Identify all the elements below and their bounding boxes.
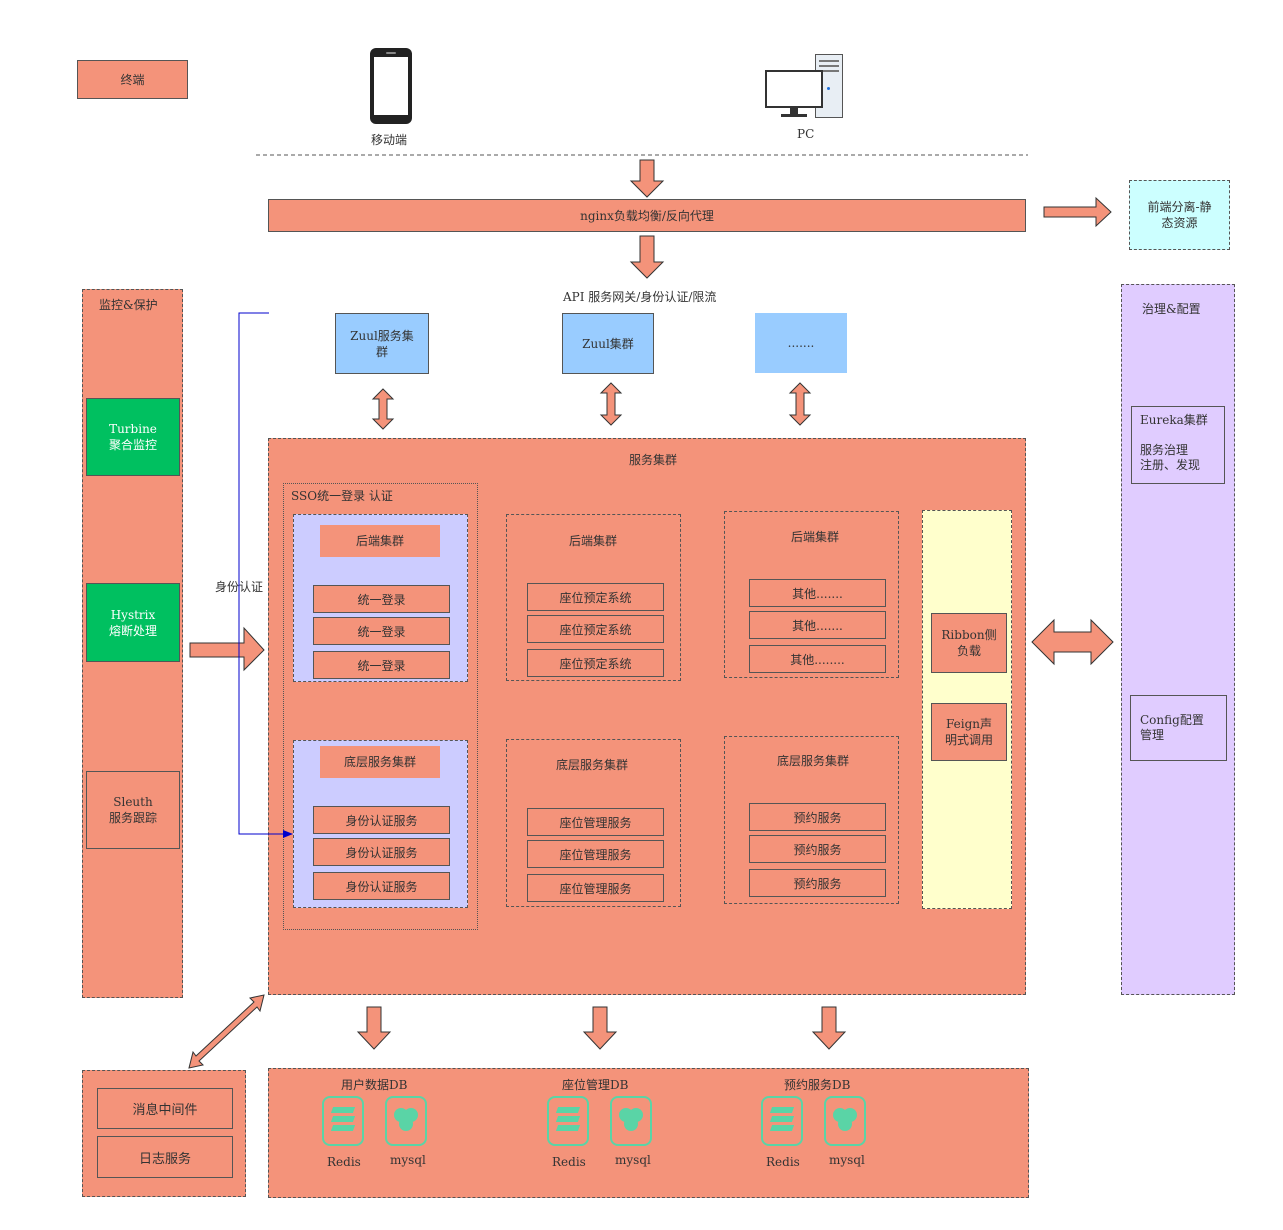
- service-cluster-title: 服务集群: [629, 453, 678, 467]
- arrow-right-icon: [1043, 196, 1112, 228]
- gateway-title: API 服务网关/身份认证/限流: [563, 290, 717, 304]
- redis-icon: [322, 1096, 364, 1146]
- col3-bottom-cluster: [724, 736, 899, 904]
- monitor-title: 监控&保护: [99, 298, 158, 312]
- col1-top-title: 后端集群: [320, 525, 440, 557]
- mobile-label: 移动端: [371, 133, 408, 147]
- eureka-box: Eureka集群 服务治理 注册、发现: [1131, 406, 1225, 484]
- turbine-box: Turbine 聚合监控: [86, 398, 180, 476]
- sso-title: SSO统一登录 认证: [291, 489, 393, 503]
- col1-top-item: 统一登录: [313, 585, 450, 613]
- mysql-label: mysql: [390, 1153, 426, 1167]
- hystrix-box: Hystrix 熔断处理: [86, 583, 180, 662]
- nginx-label: nginx负载均衡/反向代理: [580, 208, 714, 223]
- arrow-down-icon: [629, 159, 665, 198]
- col3-top-cluster: [724, 511, 899, 678]
- col2-top-title: 后端集群: [569, 534, 618, 548]
- col2-top-item: 座位预定系统: [527, 583, 664, 611]
- db-title: 用户数据DB: [341, 1078, 408, 1092]
- zuul-service-cluster: Zuul服务集 群: [335, 313, 429, 374]
- pc-label: PC: [797, 127, 815, 141]
- config-box: Config配置 管理: [1130, 695, 1227, 761]
- col1-bottom-item: 身份认证服务: [313, 872, 450, 900]
- arrow-down-icon: [582, 1006, 618, 1050]
- governance-title: 治理&配置: [1142, 302, 1201, 316]
- redis-icon: [761, 1096, 803, 1146]
- col2-top-item: 座位预定系统: [527, 649, 664, 677]
- double-arrow-icon: [1031, 618, 1114, 666]
- col3-bottom-item: 预约服务: [749, 835, 886, 863]
- col2-bottom-item: 座位管理服务: [527, 874, 664, 902]
- double-arrow-icon: [371, 388, 395, 430]
- mobile-phone-icon: [370, 48, 412, 124]
- arrow-down-icon: [356, 1006, 392, 1050]
- col2-bottom-cluster: [506, 739, 681, 907]
- ribbon-box: Ribbon侧 负载: [931, 613, 1007, 673]
- governance-panel: [1121, 284, 1235, 995]
- col3-top-item: 其他.......: [749, 611, 886, 639]
- col3-bottom-title: 底层服务集群: [777, 754, 850, 768]
- zuul-cluster: Zuul集群: [562, 313, 654, 374]
- auth-connector: [238, 312, 293, 838]
- mysql-icon: [610, 1096, 652, 1146]
- mysql-label: mysql: [615, 1153, 651, 1167]
- static-resources-box: 前端分离-静 态资源: [1129, 180, 1230, 250]
- legend-terminal: 终端: [77, 60, 188, 99]
- col2-top-cluster: [506, 514, 681, 681]
- redis-label: Redis: [327, 1155, 361, 1169]
- arrow-down-icon: [629, 235, 665, 279]
- pc-icon: [765, 52, 845, 122]
- mysql-icon: [824, 1096, 866, 1146]
- col2-top-item: 座位预定系统: [527, 615, 664, 643]
- col1-bottom-item: 身份认证服务: [313, 838, 450, 866]
- sleuth-box: Sleuth 服务跟踪: [86, 771, 180, 849]
- col3-top-item: 其他........: [749, 645, 886, 673]
- double-arrow-icon: [188, 994, 265, 1069]
- redis-label: Redis: [766, 1155, 800, 1169]
- col3-bottom-item: 预约服务: [749, 869, 886, 897]
- database-panel: [268, 1068, 1029, 1198]
- arrow-right-icon: [189, 626, 265, 672]
- double-arrow-icon: [599, 382, 623, 426]
- db-title: 座位管理DB: [562, 1078, 629, 1092]
- col2-bottom-item: 座位管理服务: [527, 808, 664, 836]
- col2-bottom-title: 底层服务集群: [556, 758, 629, 772]
- col3-bottom-item: 预约服务: [749, 803, 886, 831]
- col1-top-item: 统一登录: [313, 617, 450, 645]
- col3-top-item: 其他.......: [749, 579, 886, 607]
- redis-icon: [547, 1096, 589, 1146]
- redis-label: Redis: [552, 1155, 586, 1169]
- arrow-down-icon: [811, 1006, 847, 1050]
- db-title: 预约服务DB: [784, 1078, 851, 1092]
- sso-region: [283, 483, 478, 930]
- col2-bottom-item: 座位管理服务: [527, 840, 664, 868]
- col1-bottom-item: 身份认证服务: [313, 806, 450, 834]
- log-service-box: 日志服务: [97, 1136, 233, 1178]
- mysql-label: mysql: [829, 1153, 865, 1167]
- nginx-bar: nginx负载均衡/反向代理: [268, 199, 1026, 232]
- col1-top-item: 统一登录: [313, 651, 450, 679]
- col3-top-title: 后端集群: [791, 530, 840, 544]
- feign-box: Feign声 明式调用: [931, 703, 1007, 761]
- double-arrow-icon: [788, 382, 812, 426]
- col1-bottom-title: 底层服务集群: [320, 746, 440, 778]
- legend-terminal-label: 终端: [120, 72, 145, 87]
- mysql-icon: [385, 1096, 427, 1146]
- gateway-more: .......: [755, 313, 847, 373]
- message-queue-box: 消息中间件: [97, 1088, 233, 1129]
